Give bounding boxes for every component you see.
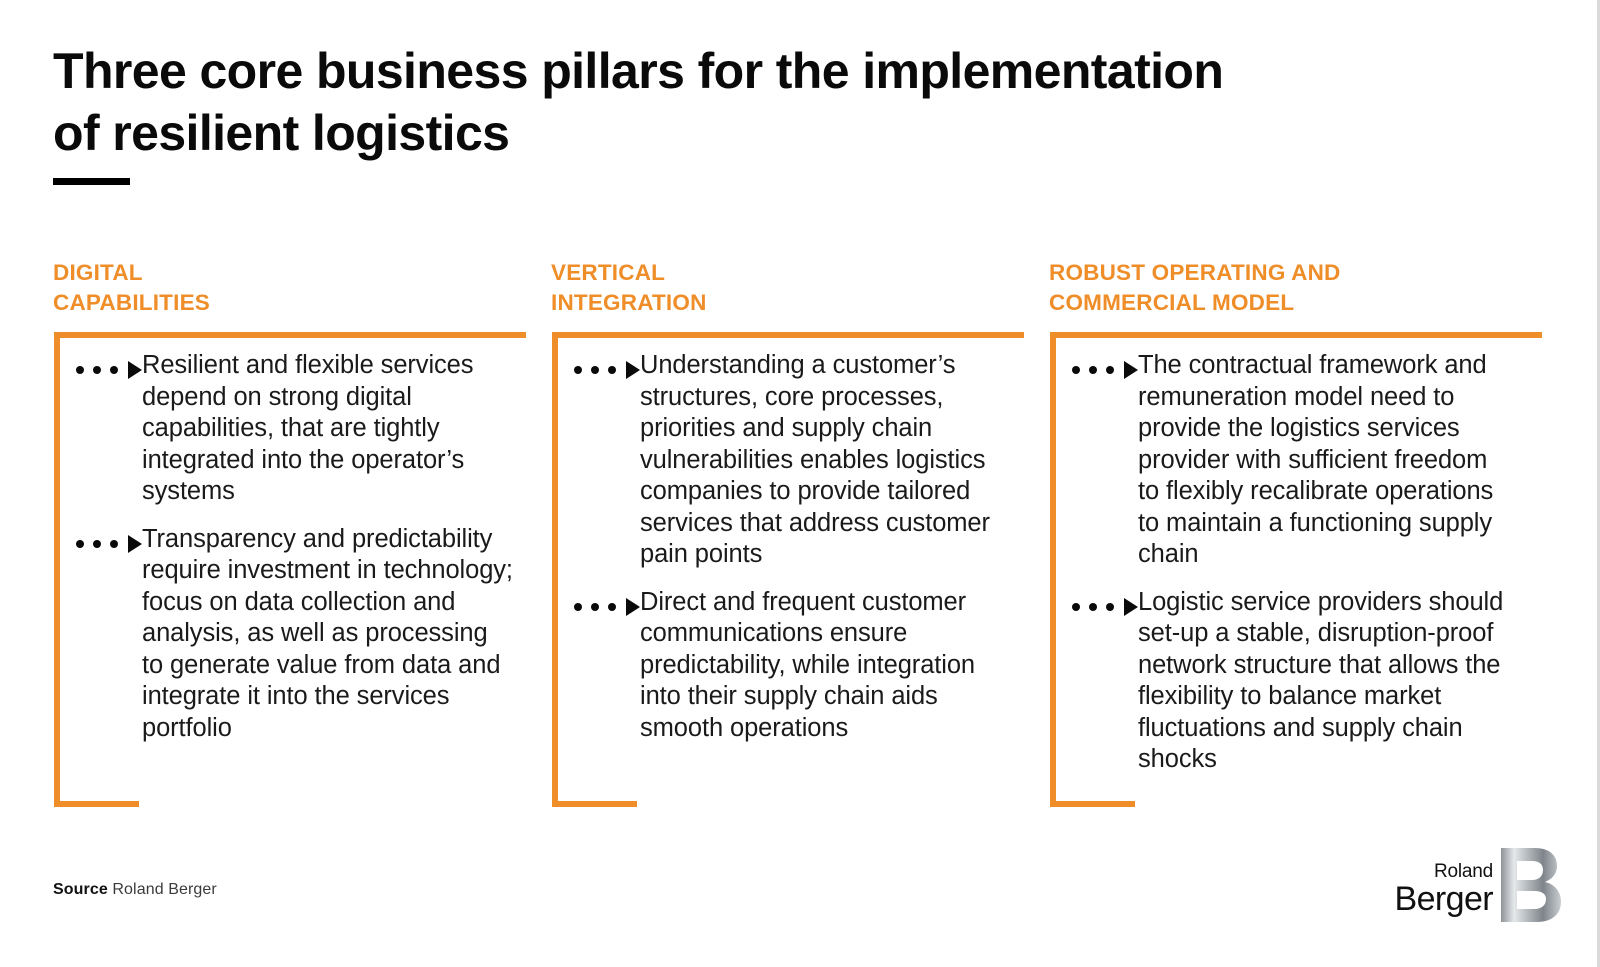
bracket-top-arm xyxy=(552,332,1024,338)
bullet-text: Resilient and flexible services depend o… xyxy=(142,351,474,505)
dots-arrow-bullet-icon xyxy=(574,587,640,616)
bracket-left-spine xyxy=(54,332,60,807)
bracket-bottom-arm xyxy=(54,801,139,807)
logo-wordmark: Roland Berger xyxy=(1395,862,1499,922)
bullet-text: Understanding a customer’s structures, c… xyxy=(640,351,990,568)
bracket-frame: Resilient and flexible services depend o… xyxy=(54,332,551,807)
bracket-left-spine xyxy=(1050,332,1056,807)
list-item: Understanding a customer’s structures, c… xyxy=(574,350,1049,571)
logo-line-roland: Roland xyxy=(1433,861,1493,882)
source-note: Source Roland Berger xyxy=(53,881,217,899)
logo-line-berger: Berger xyxy=(1394,880,1494,918)
bracket-top-arm xyxy=(1050,332,1542,338)
list-item: The contractual framework and remunerati… xyxy=(1072,350,1547,571)
bracket-bottom-arm xyxy=(552,801,637,807)
bullet-list: Understanding a customer’s structures, c… xyxy=(552,350,1049,744)
dots-arrow-bullet-icon xyxy=(1072,587,1138,616)
dots-arrow-bullet-icon xyxy=(574,350,640,379)
source-value: Roland Berger xyxy=(112,881,217,898)
bullet-list: The contractual framework and remunerati… xyxy=(1050,350,1547,776)
pillar-heading: DIGITAL CAPABILITIES xyxy=(53,260,210,315)
list-item: Logistic service providers should set-up… xyxy=(1072,587,1547,776)
bullet-text: Transparency and predictability require … xyxy=(142,524,513,742)
bullet-text: The contractual framework and remunerati… xyxy=(1138,351,1494,568)
dots-arrow-bullet-icon xyxy=(1072,350,1138,379)
bullet-text: Logistic service providers should set-up… xyxy=(1138,587,1504,774)
bracket-frame: The contractual framework and remunerati… xyxy=(1050,332,1547,807)
pillar-column-robust-operating-commercial-model: ROBUST OPERATING AND COMMERCIAL MODEL Th… xyxy=(1049,258,1547,807)
page-title: Three core business pillars for the impl… xyxy=(53,43,1224,161)
bracket-top-arm xyxy=(54,332,526,338)
bullet-text: Direct and frequent customer communicati… xyxy=(640,587,975,742)
logo-b-mark-icon xyxy=(1501,848,1561,922)
roland-berger-logo: Roland Berger xyxy=(1395,848,1561,922)
dots-arrow-bullet-icon xyxy=(76,350,142,379)
bracket-left-spine xyxy=(552,332,558,807)
bullet-list: Resilient and flexible services depend o… xyxy=(54,350,551,744)
pillar-columns: DIGITAL CAPABILITIES Resilient and flexi… xyxy=(53,258,1547,807)
list-item: Transparency and predictability require … xyxy=(76,524,551,745)
pillar-heading: ROBUST OPERATING AND COMMERCIAL MODEL xyxy=(1049,260,1341,315)
source-label: Source xyxy=(53,881,108,898)
title-block: Three core business pillars for the impl… xyxy=(53,40,1353,164)
list-item: Resilient and flexible services depend o… xyxy=(76,350,551,508)
pillar-column-digital-capabilities: DIGITAL CAPABILITIES Resilient and flexi… xyxy=(53,258,551,807)
dots-arrow-bullet-icon xyxy=(76,524,142,553)
list-item: Direct and frequent customer communicati… xyxy=(574,587,1049,745)
title-underline-rule xyxy=(53,178,130,185)
bracket-bottom-arm xyxy=(1050,801,1135,807)
pillar-heading: VERTICAL INTEGRATION xyxy=(551,260,707,315)
bracket-frame: Understanding a customer’s structures, c… xyxy=(552,332,1049,807)
pillar-column-vertical-integration: VERTICAL INTEGRATION Understanding a cus… xyxy=(551,258,1049,807)
